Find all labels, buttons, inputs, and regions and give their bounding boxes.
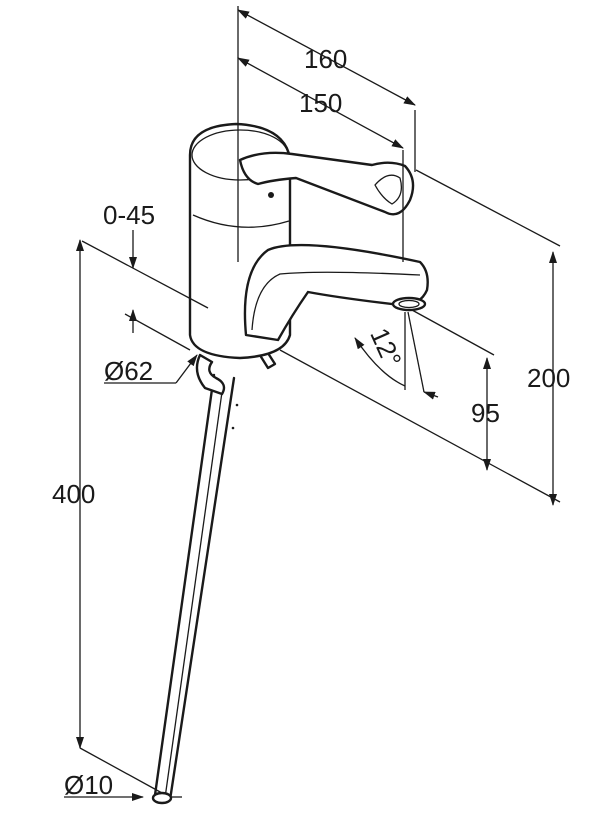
spout (243, 243, 429, 342)
dimension-200: 200 (279, 169, 570, 506)
label-0-45: 0-45 (103, 200, 155, 230)
label-160: 160 (304, 44, 347, 74)
label-150: 150 (299, 88, 342, 118)
dimension-diameter-10: Ø10 (64, 770, 182, 801)
dimension-95: 95 (411, 309, 500, 471)
aerator (391, 296, 427, 312)
dimension-150: 150 (237, 57, 404, 262)
lever-handle (238, 151, 415, 216)
mounting-clamp (195, 353, 226, 396)
label-angle-12: 12° (364, 323, 407, 371)
label-95: 95 (471, 398, 500, 428)
dimension-400: 400 (52, 239, 163, 794)
pipe-end (151, 791, 173, 805)
label-diameter-10: Ø10 (64, 770, 113, 800)
dimension-diameter-62: Ø62 (104, 354, 198, 386)
label-400: 400 (52, 479, 95, 509)
label-200: 200 (527, 363, 570, 393)
dimension-0-45: 0-45 (81, 200, 209, 351)
dimension-angle-12: 12° (354, 311, 439, 400)
faucet-outline (151, 122, 429, 805)
label-diameter-62: Ø62 (104, 356, 153, 386)
